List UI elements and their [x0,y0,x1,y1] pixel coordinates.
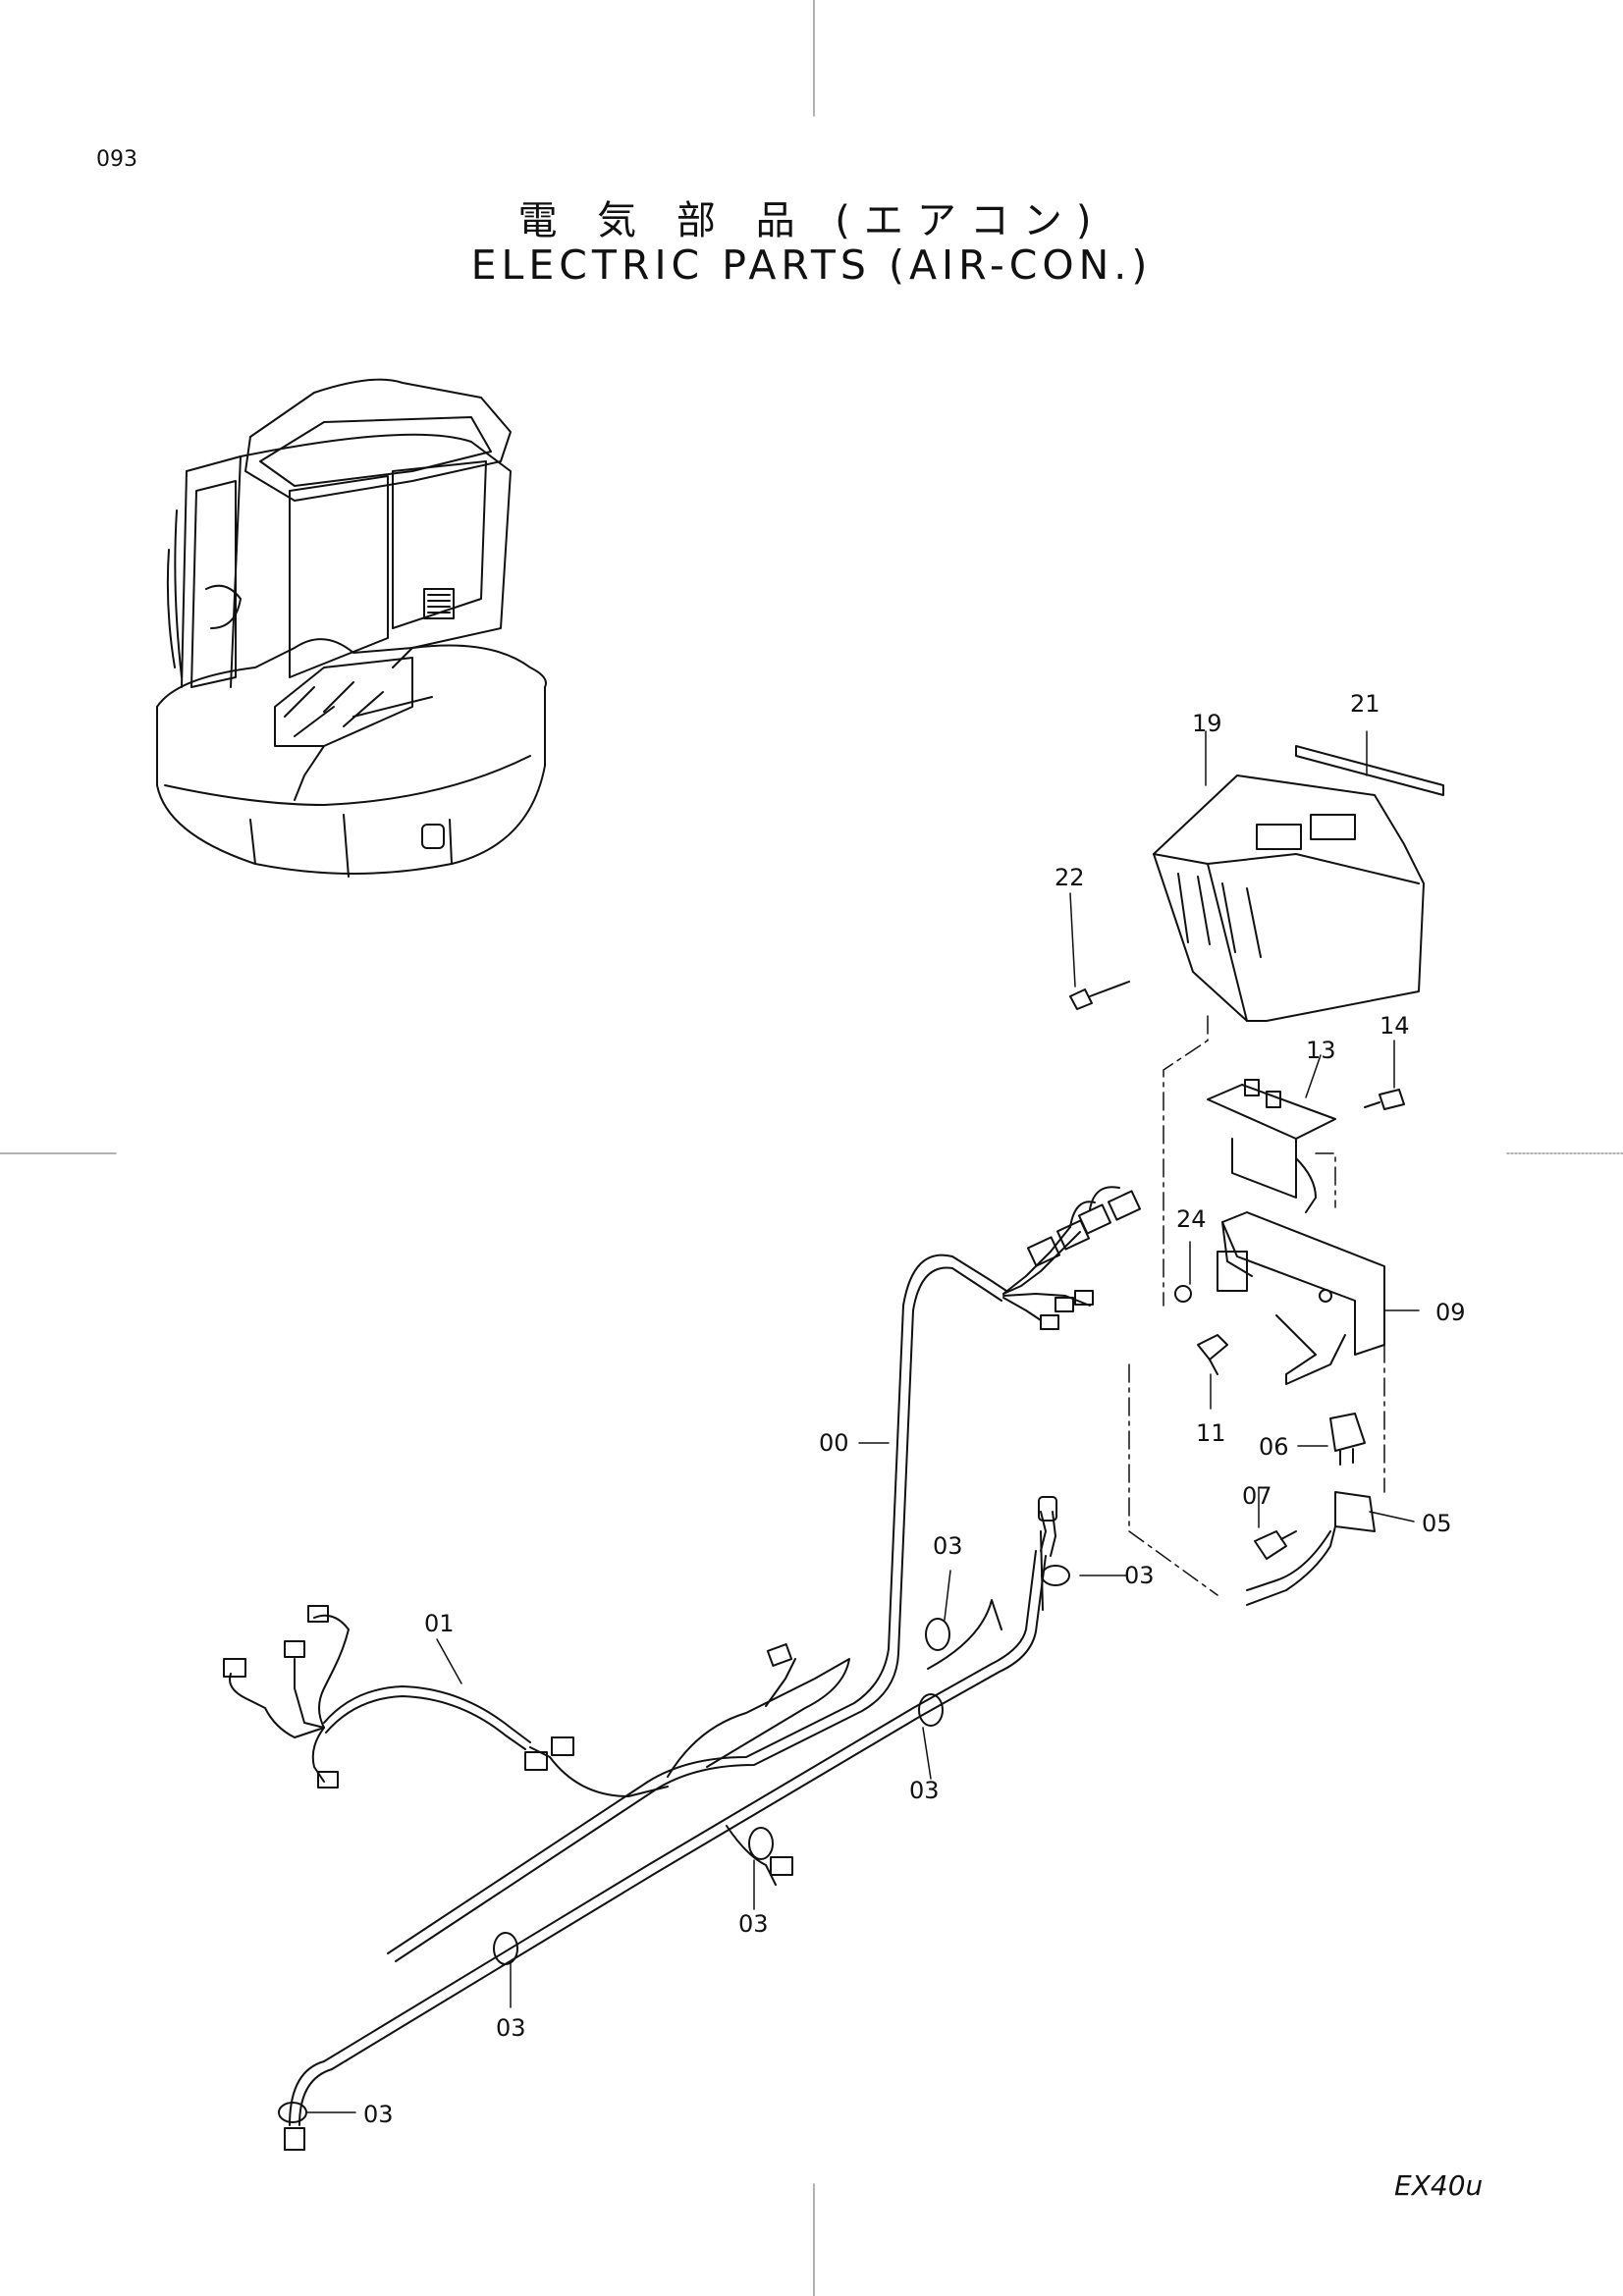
callout-14: 14 [1380,1012,1410,1040]
callout-13: 13 [1306,1037,1336,1064]
callout-24: 24 [1176,1205,1207,1233]
callout-19: 19 [1192,710,1222,737]
switch-13 [1207,1079,1336,1213]
callout-03-c: 03 [909,1777,940,1804]
bolts [1069,981,1405,1560]
callout-03-e: 03 [496,2014,526,2042]
callout-22: 22 [1055,864,1085,891]
relay-05 [1246,1491,1376,1606]
callout-03-b: 03 [1124,1562,1155,1589]
callout-05: 05 [1422,1510,1452,1537]
title-japanese: 電 気 部 品 (エアコン) [517,198,1106,243]
title-english: ELECTRIC PARTS (AIR-CON.) [470,241,1153,289]
clamps [278,1565,1070,2123]
callout-03-d: 03 [738,1910,769,1938]
excavator-overview [156,378,547,878]
cover-19 [1153,774,1425,1022]
callout-labels: 00 01 03 03 03 03 03 03 05 06 07 09 11 1… [363,690,1466,2128]
page-number: 093 [96,147,137,172]
callout-09: 09 [1435,1299,1466,1326]
callout-21: 21 [1350,690,1380,718]
callout-03-f: 03 [363,2101,394,2128]
callout-00: 00 [819,1429,849,1457]
callout-01: 01 [424,1610,455,1637]
model-code: EX40u [1394,2169,1484,2202]
bracket-09 [1217,1211,1385,1385]
leader-lines [1128,1015,1385,1596]
callout-06: 06 [1259,1433,1289,1461]
callout-11: 11 [1196,1419,1226,1447]
harness-03-routing [284,1496,1057,2151]
seal-21 [1295,745,1444,796]
relay-06 [1329,1413,1366,1466]
callout-leaders [305,730,1420,2113]
callout-03-a: 03 [933,1532,963,1560]
harness-00 [387,1186,1142,1962]
callout-07: 07 [1242,1482,1272,1510]
harness-01 [223,1605,669,1797]
